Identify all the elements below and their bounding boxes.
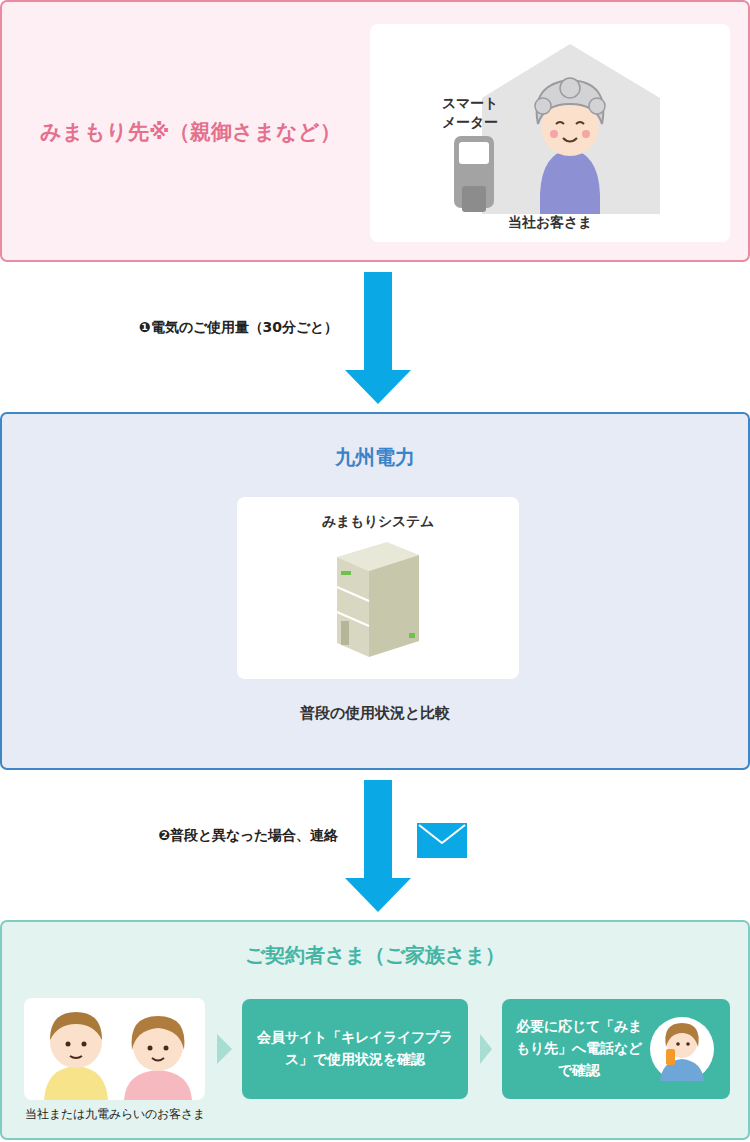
process-box: 会員サイト「キレイライフプラス」で使用状況を確認 bbox=[242, 999, 468, 1099]
caption-text: 当社または九電みらいのお客さま bbox=[12, 1106, 217, 1123]
region-band: みまもり先※（親御さまなど） スマート メーター当社お客さま bbox=[0, 0, 750, 262]
person-box: 当社または九電みらいのお客さま bbox=[24, 998, 205, 1100]
region-title: ご契約者さま（ご家族さま） bbox=[2, 942, 748, 969]
region-title: 九州電力 bbox=[2, 444, 748, 471]
house-illustration bbox=[370, 24, 730, 242]
arrow-shape bbox=[345, 780, 411, 912]
process-box: 必要に応じて「みまもり先」へ電話などで確認 bbox=[502, 999, 730, 1099]
couple-illustration bbox=[24, 998, 205, 1100]
region-band: 九州電力普段の使用状況と比較 みまもりシステム bbox=[0, 412, 750, 770]
caption-text: 普段の使用状況と比較 bbox=[2, 704, 748, 723]
region-band: ご契約者さま（ご家族さま） 当社または九電みらいのお客さま 会員サイト「キレイライ… bbox=[0, 920, 750, 1140]
caption-text: 当社お客さま bbox=[370, 214, 730, 232]
flow-arrow bbox=[345, 780, 411, 912]
flow-arrow bbox=[345, 272, 411, 404]
system-box: みまもりシステム bbox=[237, 497, 519, 679]
process-text: 会員サイト「キレイライフプラス」で使用状況を確認 bbox=[252, 1027, 458, 1070]
part-label: スマート メーター bbox=[442, 94, 506, 132]
region-title: みまもり先※（親御さまなど） bbox=[40, 118, 341, 146]
process-text: 必要に応じて「みまもり先」へ電話などで確認 bbox=[512, 1016, 646, 1081]
edge-label: ❷普段と異なった場合、連絡 bbox=[158, 827, 338, 845]
arrow-shape bbox=[345, 272, 411, 404]
house-box: スマート メーター当社お客さま bbox=[370, 24, 730, 242]
edge-label: ❶電気のご使用量（30分ごと） bbox=[139, 319, 338, 337]
box-title: みまもりシステム bbox=[237, 513, 519, 531]
